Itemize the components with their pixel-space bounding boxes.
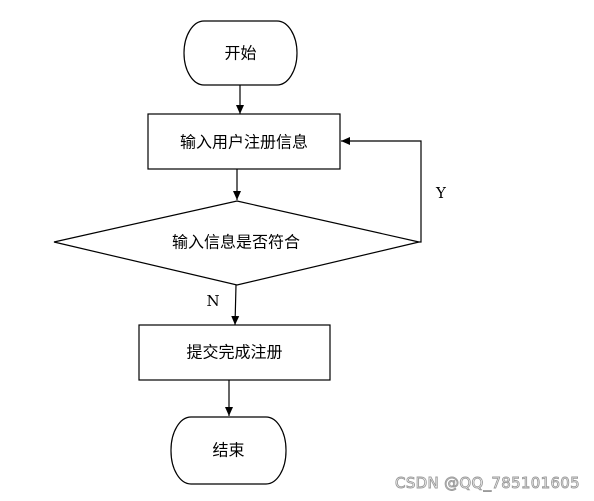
edge-label-no: N [206,292,219,310]
end-node-label: 结束 [212,441,244,460]
start-node-label: 开始 [224,44,256,63]
input-registration-info-label: 输入用户注册信息 [180,133,308,152]
input-registration-info-node: 输入用户注册信息 [147,113,341,170]
edge-no-to-submit [231,284,240,326]
submit-registration-label: 提交完成注册 [186,343,282,362]
decision-node-label: 输入信息是否符合 [172,233,300,252]
start-node: 开始 [183,20,298,86]
decision-node: 输入信息是否符合 [53,200,420,286]
submit-registration-node: 提交完成注册 [138,324,331,381]
edge-label-yes: Y [435,184,447,202]
end-node: 结束 [170,416,287,485]
csdn-watermark: CSDN @QQ_785101605 [395,474,581,493]
edge-yes-loop-back [341,137,422,243]
